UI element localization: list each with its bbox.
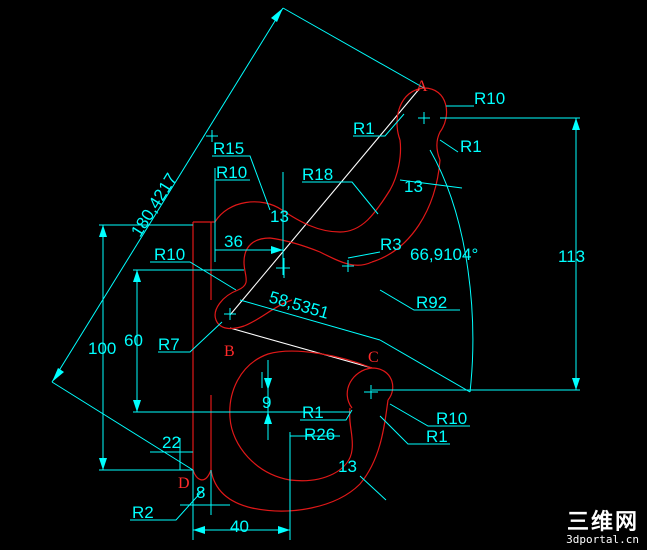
dim-113: 113 — [558, 247, 585, 266]
arrow-113-top — [572, 118, 580, 130]
dim-r18: R18 — [302, 165, 333, 184]
dim-r15: R15 — [213, 139, 244, 158]
arrow-9-top — [264, 378, 272, 390]
leader-r1-tip — [439, 139, 459, 153]
leader-r18 — [302, 181, 379, 215]
arrow-36-right — [271, 246, 283, 254]
leader-r7 — [158, 321, 223, 353]
arrow-40-left — [193, 526, 205, 534]
dim-r1-low2: R1 — [426, 427, 448, 446]
dim-r10-top: R10 — [216, 163, 247, 182]
arrow-113-bot — [572, 378, 580, 390]
leader-d13-bot — [359, 475, 387, 501]
dim-r1-low: R1 — [302, 403, 324, 422]
leader-d13-arc — [399, 179, 463, 189]
leader-r1-low — [300, 409, 353, 421]
dim-r1-tip: R1 — [460, 137, 482, 156]
ext-line-overall-bot — [51, 381, 194, 471]
inner-wave — [214, 237, 373, 330]
watermark: 三维网 3dportal.cn — [566, 512, 639, 546]
ext-line-overall-top — [282, 7, 425, 89]
dim-36: 36 — [224, 232, 243, 251]
dim-100: 100 — [88, 339, 116, 358]
dim-13-bottom: 13 — [338, 457, 357, 476]
leader-r15 — [212, 155, 271, 211]
leader-r2 — [130, 489, 204, 521]
dim-60: 60 — [124, 331, 143, 350]
line-b-to-a — [229, 87, 421, 316]
arrow-40-right — [278, 526, 290, 534]
dim-line-58 — [239, 299, 381, 341]
ext-line-58 — [379, 339, 471, 393]
dim-r2: R2 — [132, 503, 154, 522]
dim-r1-top: R1 — [353, 119, 375, 138]
dim-r10-low: R10 — [436, 409, 467, 428]
point-a-label: A — [416, 78, 428, 95]
dim-r7: R7 — [158, 335, 180, 354]
point-labels: A B C D — [178, 78, 428, 492]
dimension-lines — [51, 7, 580, 540]
dimension-texts: 180,4217 R15 R10 R18 R1 R10 R1 13 13 36 … — [88, 89, 585, 536]
dim-8: 8 — [196, 483, 205, 502]
dim-58: 58,5351 — [267, 288, 331, 323]
arrow-100-bot — [99, 458, 107, 470]
dim-r10-tip: R10 — [474, 89, 505, 108]
dim-13-arc: 13 — [404, 177, 423, 196]
watermark-site: 3dportal.cn — [566, 533, 639, 546]
leader-r1-top — [353, 113, 405, 137]
point-c-label: C — [368, 349, 379, 366]
arrow-60-bot — [133, 400, 141, 412]
arrow-100-top — [99, 225, 107, 237]
leader-r10-low — [389, 403, 470, 427]
arrow-9-bot — [264, 412, 272, 424]
center-marks — [206, 112, 430, 399]
dim-angle: 66,9104° — [410, 245, 478, 264]
point-d-label: D — [178, 475, 190, 492]
dim-overall-diagonal: 180,4217 — [127, 170, 181, 240]
shank-bottom-fillet — [192, 469, 212, 481]
dim-r92: R92 — [416, 293, 447, 312]
leader-r3 — [347, 251, 381, 259]
arrow-60-top — [133, 270, 141, 282]
arc-c — [346, 367, 394, 409]
dim-line-overall — [51, 7, 284, 383]
lower-hook-inner — [229, 350, 373, 482]
outer-arc-r92 — [371, 159, 441, 263]
construction-lines — [229, 87, 421, 369]
dim-r26: R26 — [304, 425, 335, 444]
lower-hook-outer — [210, 399, 389, 512]
arrow-overall-top — [271, 8, 283, 22]
leader-r92 — [379, 289, 460, 311]
dim-9: 9 — [262, 393, 271, 412]
upper-profile — [214, 139, 402, 233]
line-b-to-c — [229, 327, 373, 369]
dim-13-top: 13 — [270, 207, 289, 226]
leader-r1-low2 — [379, 415, 450, 445]
leader-r10-mid — [150, 261, 237, 291]
dim-r10-mid: R10 — [154, 245, 185, 264]
dim-22: 22 — [162, 433, 181, 452]
point-b-label: B — [224, 343, 235, 360]
dim-40: 40 — [230, 517, 249, 536]
arrow-overall-bot — [52, 368, 64, 382]
tip-a — [396, 87, 448, 161]
watermark-logo: 三维网 — [566, 510, 639, 535]
angle-arc — [429, 149, 474, 393]
dim-r3: R3 — [380, 235, 402, 254]
